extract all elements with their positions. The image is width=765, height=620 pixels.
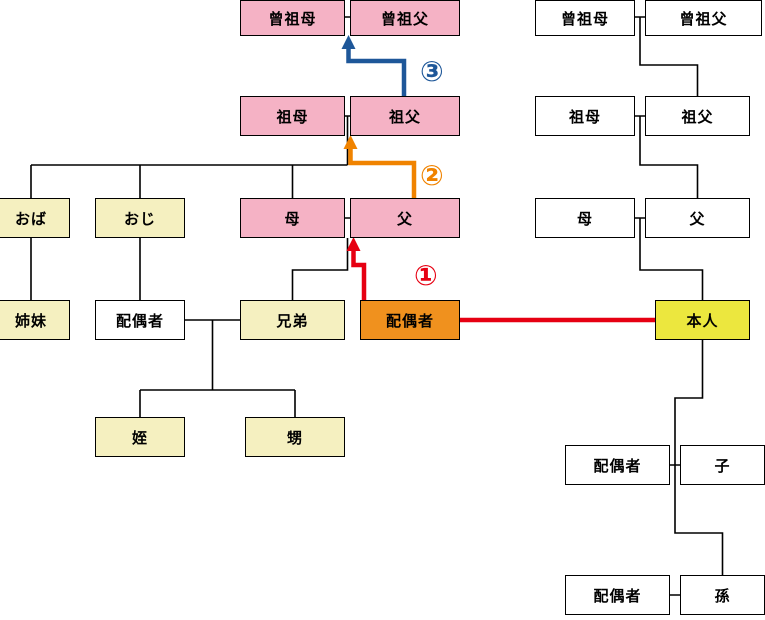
- node-childs-spouse: 配偶者: [565, 445, 670, 485]
- degree-2-arrowhead: [343, 135, 358, 149]
- degree-2-arrow: [348, 149, 417, 198]
- node-spouse-grandfather: 祖父: [350, 96, 460, 136]
- degree-1-arrowhead: [346, 237, 361, 251]
- node-spouse-mother: 母: [240, 198, 345, 238]
- node-self-mother: 母: [535, 198, 635, 238]
- node-grandchilds-spouse: 配偶者: [565, 575, 670, 615]
- degree-1-arrow: [351, 250, 367, 300]
- degree-3-arrow: [346, 49, 407, 96]
- degree-1-marker: ①: [414, 259, 438, 292]
- degree-2-marker: ②: [420, 159, 444, 192]
- degree-3-marker: ③: [420, 55, 444, 88]
- node-nephew: 甥: [245, 417, 345, 457]
- node-child: 子: [680, 445, 765, 485]
- node-self-great-grandmother: 曾祖母: [535, 0, 635, 36]
- node-brother: 兄弟: [240, 300, 345, 340]
- node-spouse: 配偶者: [360, 300, 460, 340]
- node-spouse-grandmother: 祖母: [240, 96, 345, 136]
- node-uncle: おじ: [95, 198, 185, 238]
- node-uncles-spouse: 配偶者: [95, 300, 185, 340]
- node-spouse-father: 父: [350, 198, 460, 238]
- node-spouse-great-grandmother: 曾祖母: [240, 0, 345, 36]
- node-self-grandfather: 祖父: [645, 96, 750, 136]
- node-self: 本人: [655, 300, 750, 340]
- node-spouse-great-grandfather: 曾祖父: [350, 0, 460, 36]
- node-sister: 姉妹: [0, 300, 70, 340]
- node-grandchild: 孫: [680, 575, 765, 615]
- node-aunt: おば: [0, 198, 70, 238]
- node-self-grandmother: 祖母: [535, 96, 635, 136]
- degree-3-arrowhead: [341, 35, 356, 49]
- node-self-father: 父: [645, 198, 750, 238]
- self-family-connector-lines: [634, 16, 724, 596]
- node-self-great-grandfather: 曾祖父: [645, 0, 762, 36]
- node-niece: 姪: [95, 417, 185, 457]
- spouse-family-connector-lines: [30, 16, 351, 417]
